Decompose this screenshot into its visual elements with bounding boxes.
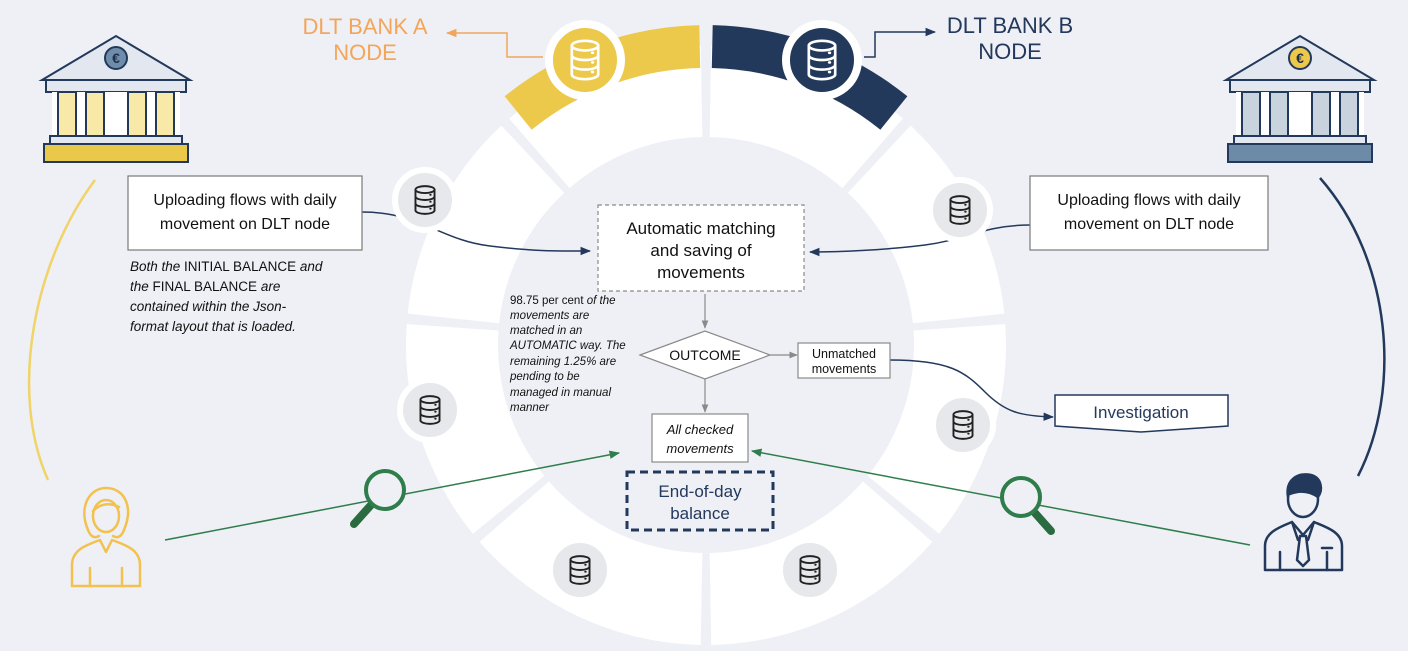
- match-note-line: movements are: [510, 310, 589, 322]
- balance-note-line1: Both the INITIAL BALANCE and: [130, 259, 323, 274]
- balance-note-line3: contained within the Json-: [130, 299, 287, 314]
- bank-b-currency-symbol: €: [1296, 50, 1304, 66]
- ring-node-lower-left: [397, 377, 463, 443]
- ring-node-upper-left: [392, 167, 458, 233]
- match-note-line1: 98.75 per cent of the: [510, 295, 616, 307]
- bank-b-title-line1: DLT BANK B: [947, 13, 1073, 38]
- bank-b-title-line2: NODE: [978, 39, 1042, 64]
- investigation-label: Investigation: [1093, 403, 1188, 422]
- unmatched-box: Unmatched movements: [797, 342, 891, 379]
- match-rate-note: 98.75 per cent of the movements are matc…: [509, 295, 626, 414]
- bank-b-building-icon: [1222, 34, 1378, 163]
- outcome-label: OUTCOME: [669, 347, 741, 363]
- euro-coin-icon: [104, 46, 128, 70]
- match-note-line: manner: [510, 402, 550, 414]
- magnifier-icon: [350, 469, 406, 528]
- unmatched-line1: Unmatched: [812, 347, 876, 361]
- all-checked-line1: All checked: [666, 422, 734, 437]
- upload-box-b-line2: movement on DLT node: [1064, 216, 1234, 233]
- matching-box: Automatic matching and saving of movemen…: [597, 204, 805, 292]
- match-note-line: managed in manual: [510, 387, 611, 399]
- bank-a-title-line1: DLT BANK A: [302, 14, 427, 39]
- matching-box-line2: and saving of: [650, 241, 751, 260]
- bank-a-currency-symbol: €: [112, 50, 120, 66]
- bank-a-title-arrow: [445, 28, 543, 58]
- unmatched-line2: movements: [812, 362, 877, 376]
- ring-node-bottom-left: [547, 537, 613, 603]
- end-of-day-line1: End-of-day: [658, 482, 742, 501]
- all-checked-line2: movements: [666, 441, 734, 456]
- upload-box-a-line2: movement on DLT node: [160, 216, 330, 233]
- ring-segment: [847, 125, 1005, 324]
- outcome-decision: OUTCOME: [638, 330, 772, 380]
- upload-b-arrow: [808, 224, 1031, 257]
- upload-box-b-line1: Uploading flows with daily: [1057, 192, 1240, 209]
- all-checked-box: All checked movements: [651, 413, 749, 463]
- investigation-box: Investigation: [1054, 394, 1229, 433]
- ring-segment: [509, 45, 703, 189]
- end-of-day-line2: balance: [670, 504, 730, 523]
- balance-note-line4: format layout that is loaded.: [130, 319, 296, 334]
- upload-box-a: Uploading flows with daily movement on D…: [127, 175, 363, 251]
- magnifier-icon: [1000, 476, 1055, 535]
- bank-a-operator-icon: [70, 486, 142, 588]
- upload-box-a-line1: Uploading flows with daily: [153, 192, 336, 209]
- balance-note: Both the INITIAL BALANCE and the FINAL B…: [130, 259, 323, 334]
- bank-b-to-operator-line: [1319, 177, 1386, 477]
- ring-segment: [407, 125, 565, 324]
- matching-box-line1: Automatic matching: [626, 219, 775, 238]
- bank-a-to-operator-line: [27, 179, 97, 481]
- bank-a-node: [545, 20, 625, 100]
- balance-note-line2: the FINAL BALANCE are: [130, 279, 280, 294]
- ring-node-upper-right: [927, 177, 993, 243]
- ring-node-bottom-right: [777, 537, 843, 603]
- bank-b-title-arrow: [864, 27, 937, 58]
- match-note-line: matched in an: [510, 325, 582, 337]
- upload-box-b: Uploading flows with daily movement on D…: [1029, 175, 1269, 251]
- euro-coin-icon: [1288, 46, 1312, 70]
- bank-a-title-line2: NODE: [333, 40, 397, 65]
- matching-box-line3: movements: [657, 263, 745, 282]
- match-note-line: AUTOMATIC way. The: [509, 340, 626, 352]
- investigation-arrow: [889, 359, 1055, 421]
- ring-segment: [405, 324, 545, 534]
- bank-b-operator-icon: [1263, 473, 1344, 572]
- bank-a-building-icon: [38, 34, 194, 163]
- bank-b-node: [782, 20, 862, 100]
- match-note-line: pending to be: [509, 371, 580, 383]
- ring-node-lower-right: [930, 392, 996, 458]
- end-of-day-box: End-of-day balance: [625, 470, 775, 532]
- ring-segment: [709, 45, 903, 189]
- match-note-line: remaining 1.25% are: [510, 356, 616, 368]
